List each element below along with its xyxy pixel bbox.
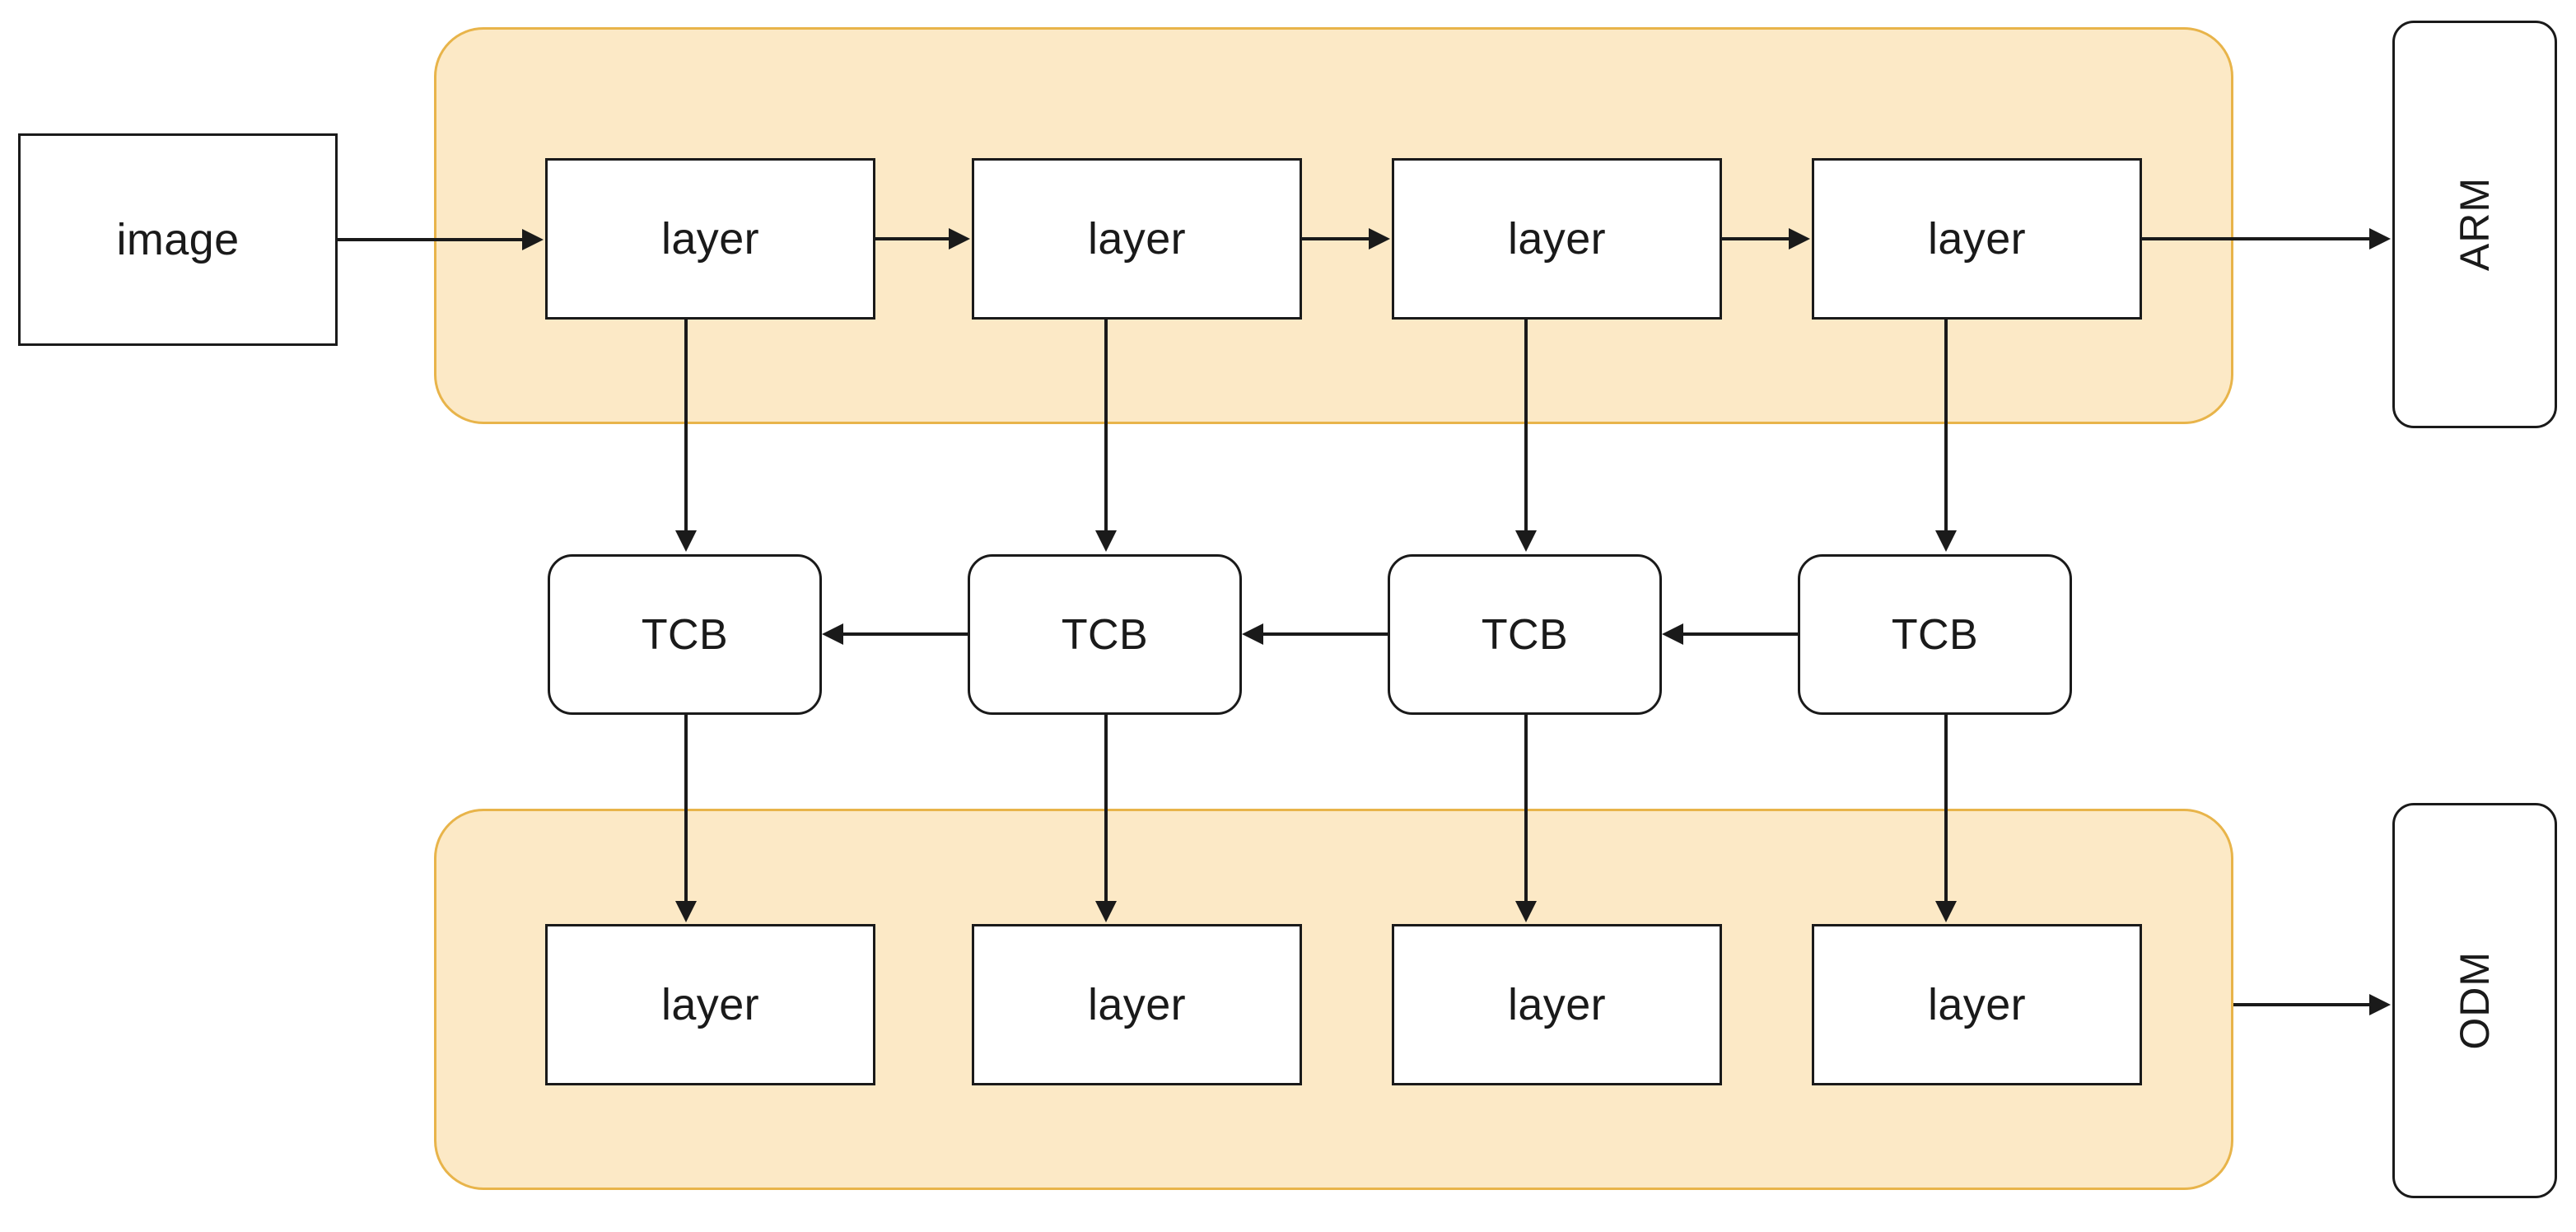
node-image[interactable]: image	[18, 133, 338, 346]
edge-top-layer2-to-tcb2	[1104, 320, 1108, 532]
arrowhead-tcb4-to-bottom-layer4	[1935, 901, 1957, 922]
edge-top-layer4-to-arm	[2142, 237, 2371, 240]
edge-tcb4-to-bottom-layer4	[1944, 715, 1948, 903]
edge-tcb1-to-bottom-layer1	[684, 715, 688, 903]
edge-top-layer1-to-tcb1	[684, 320, 688, 532]
node-tcb-3[interactable]: TCB	[1388, 554, 1662, 715]
node-tcb-4[interactable]: TCB	[1798, 554, 2072, 715]
arrowhead-top-layer2-to-tcb2	[1095, 530, 1117, 552]
edge-tcb4-to-tcb3	[1683, 632, 1798, 636]
node-odm-label: ODM	[2452, 951, 2498, 1050]
edge-top-layer1-to-layer2	[875, 237, 950, 240]
edge-top-layer4-to-tcb4	[1944, 320, 1948, 532]
arrowhead-image-to-layer1	[522, 229, 544, 250]
edge-tcb2-to-bottom-layer2	[1104, 715, 1108, 903]
node-top-layer-4[interactable]: layer	[1812, 158, 2142, 320]
arrowhead-top-layer4-to-arm	[2369, 228, 2391, 250]
arrowhead-bottom-layer4-to-odm	[2369, 994, 2391, 1015]
node-bottom-layer-1[interactable]: layer	[545, 924, 875, 1085]
arrowhead-top-layer2-to-layer3	[1369, 228, 1390, 250]
arrowhead-tcb2-to-tcb1	[822, 623, 843, 645]
edge-top-layer2-to-layer3	[1302, 237, 1370, 240]
arrowhead-tcb3-to-bottom-layer3	[1515, 901, 1537, 922]
node-odm[interactable]: ODM	[2392, 803, 2557, 1198]
edge-bottom-layer4-to-odm	[2233, 1003, 2371, 1006]
node-bottom-layer-2[interactable]: layer	[972, 924, 1302, 1085]
node-arm[interactable]: ARM	[2392, 21, 2557, 428]
node-bottom-layer-3[interactable]: layer	[1392, 924, 1722, 1085]
node-top-layer-1[interactable]: layer	[545, 158, 875, 320]
node-bottom-layer-4[interactable]: layer	[1812, 924, 2142, 1085]
arrowhead-tcb4-to-tcb3	[1662, 623, 1683, 645]
edge-tcb3-to-bottom-layer3	[1524, 715, 1528, 903]
edge-tcb2-to-tcb1	[843, 632, 968, 636]
node-arm-label: ARM	[2452, 177, 2498, 272]
arrowhead-tcb1-to-bottom-layer1	[675, 901, 697, 922]
node-tcb-2[interactable]: TCB	[968, 554, 1242, 715]
node-top-layer-3[interactable]: layer	[1392, 158, 1722, 320]
arrowhead-tcb3-to-tcb2	[1242, 623, 1263, 645]
arrowhead-top-layer4-to-tcb4	[1935, 530, 1957, 552]
arrowhead-tcb2-to-bottom-layer2	[1095, 901, 1117, 922]
edge-tcb3-to-tcb2	[1263, 632, 1388, 636]
edge-top-layer3-to-layer4	[1722, 237, 1790, 240]
node-tcb-1[interactable]: TCB	[548, 554, 822, 715]
edge-image-to-layer1	[338, 238, 524, 241]
arrowhead-top-layer3-to-layer4	[1789, 228, 1810, 250]
arrowhead-top-layer1-to-layer2	[949, 228, 970, 250]
edge-top-layer3-to-tcb3	[1524, 320, 1528, 532]
arrowhead-top-layer1-to-tcb1	[675, 530, 697, 552]
arrowhead-top-layer3-to-tcb3	[1515, 530, 1537, 552]
node-top-layer-2[interactable]: layer	[972, 158, 1302, 320]
